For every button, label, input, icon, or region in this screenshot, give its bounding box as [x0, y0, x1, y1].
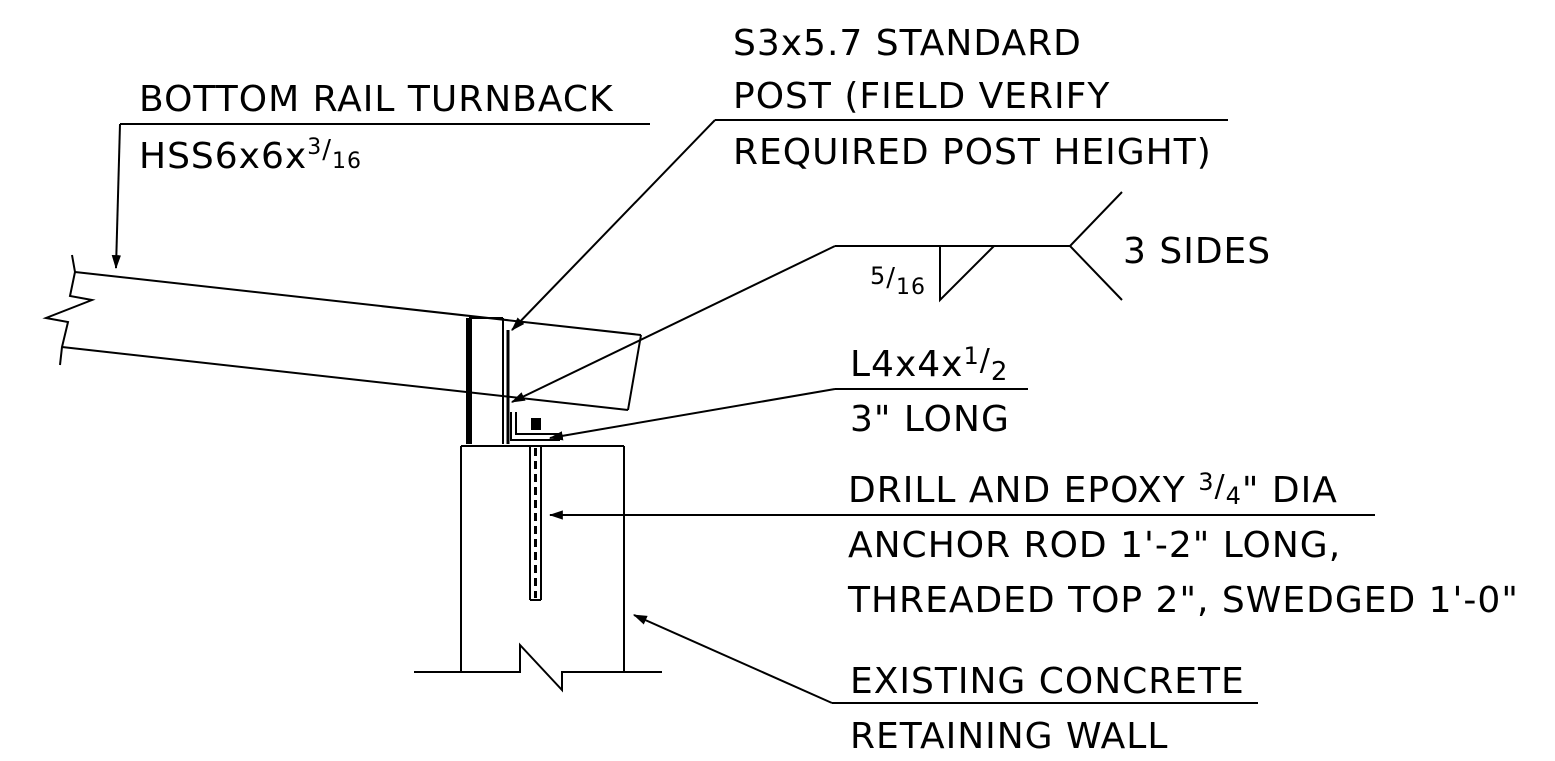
post	[466, 317, 510, 444]
label-post-line3: REQUIRED POST HEIGHT)	[733, 132, 1212, 173]
leader-retaining-wall	[632, 614, 1258, 704]
bottom-rail	[42, 254, 642, 411]
label-wall-line1: EXISTING CONCRETE	[850, 661, 1245, 702]
leader-post	[511, 119, 1228, 331]
label-anchor-line2: ANCHOR ROD 1'-2" LONG,	[848, 525, 1341, 566]
label-wall-line2: RETAINING WALL	[850, 716, 1168, 757]
label-anchor-line1: DRILL AND EPOXY 3/4" DIA	[848, 468, 1338, 511]
label-angle-line2: 3" LONG	[850, 399, 1010, 440]
angle-clip	[510, 412, 560, 441]
label-weld-size: 5/16	[870, 262, 926, 300]
label-weld-note: 3 SIDES	[1123, 231, 1271, 272]
anchor-nut	[531, 418, 541, 430]
retaining-wall	[414, 445, 662, 693]
label-angle-line1: L4x4x1/2	[850, 342, 1008, 387]
break-line-wall	[414, 642, 662, 693]
leader-bottom-rail	[111, 123, 650, 270]
label-post-line1: S3x5.7 STANDARD	[733, 23, 1082, 64]
fillet-weld-symbol	[939, 245, 995, 303]
label-post-line2: POST (FIELD VERIFY	[733, 76, 1110, 117]
label-bottom-rail-line1: BOTTOM RAIL TURNBACK	[139, 79, 614, 120]
break-line-rail	[42, 254, 96, 366]
weld-tail	[1068, 191, 1123, 301]
weld-symbol	[510, 191, 1123, 403]
leader-angle	[548, 388, 1028, 441]
label-bottom-rail-line2: HSS6x6x3/16	[139, 135, 362, 177]
label-anchor-line3: THREADED TOP 2", SWEDGED 1'-0"	[847, 580, 1519, 621]
anchor-rod	[529, 446, 542, 601]
